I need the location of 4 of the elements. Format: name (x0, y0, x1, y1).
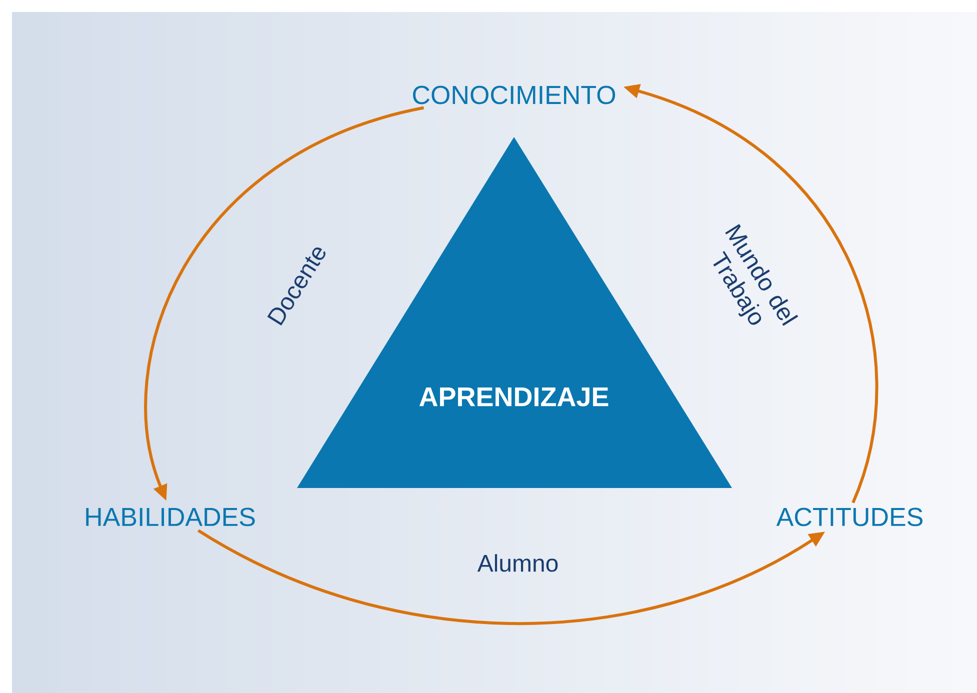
concept-label: ACTITUDES (776, 508, 922, 526)
concept-label: CONOCIMIENTO (413, 86, 616, 104)
concept-label: HABILIDADES (86, 508, 255, 526)
edge-label: Alumno (477, 554, 558, 572)
